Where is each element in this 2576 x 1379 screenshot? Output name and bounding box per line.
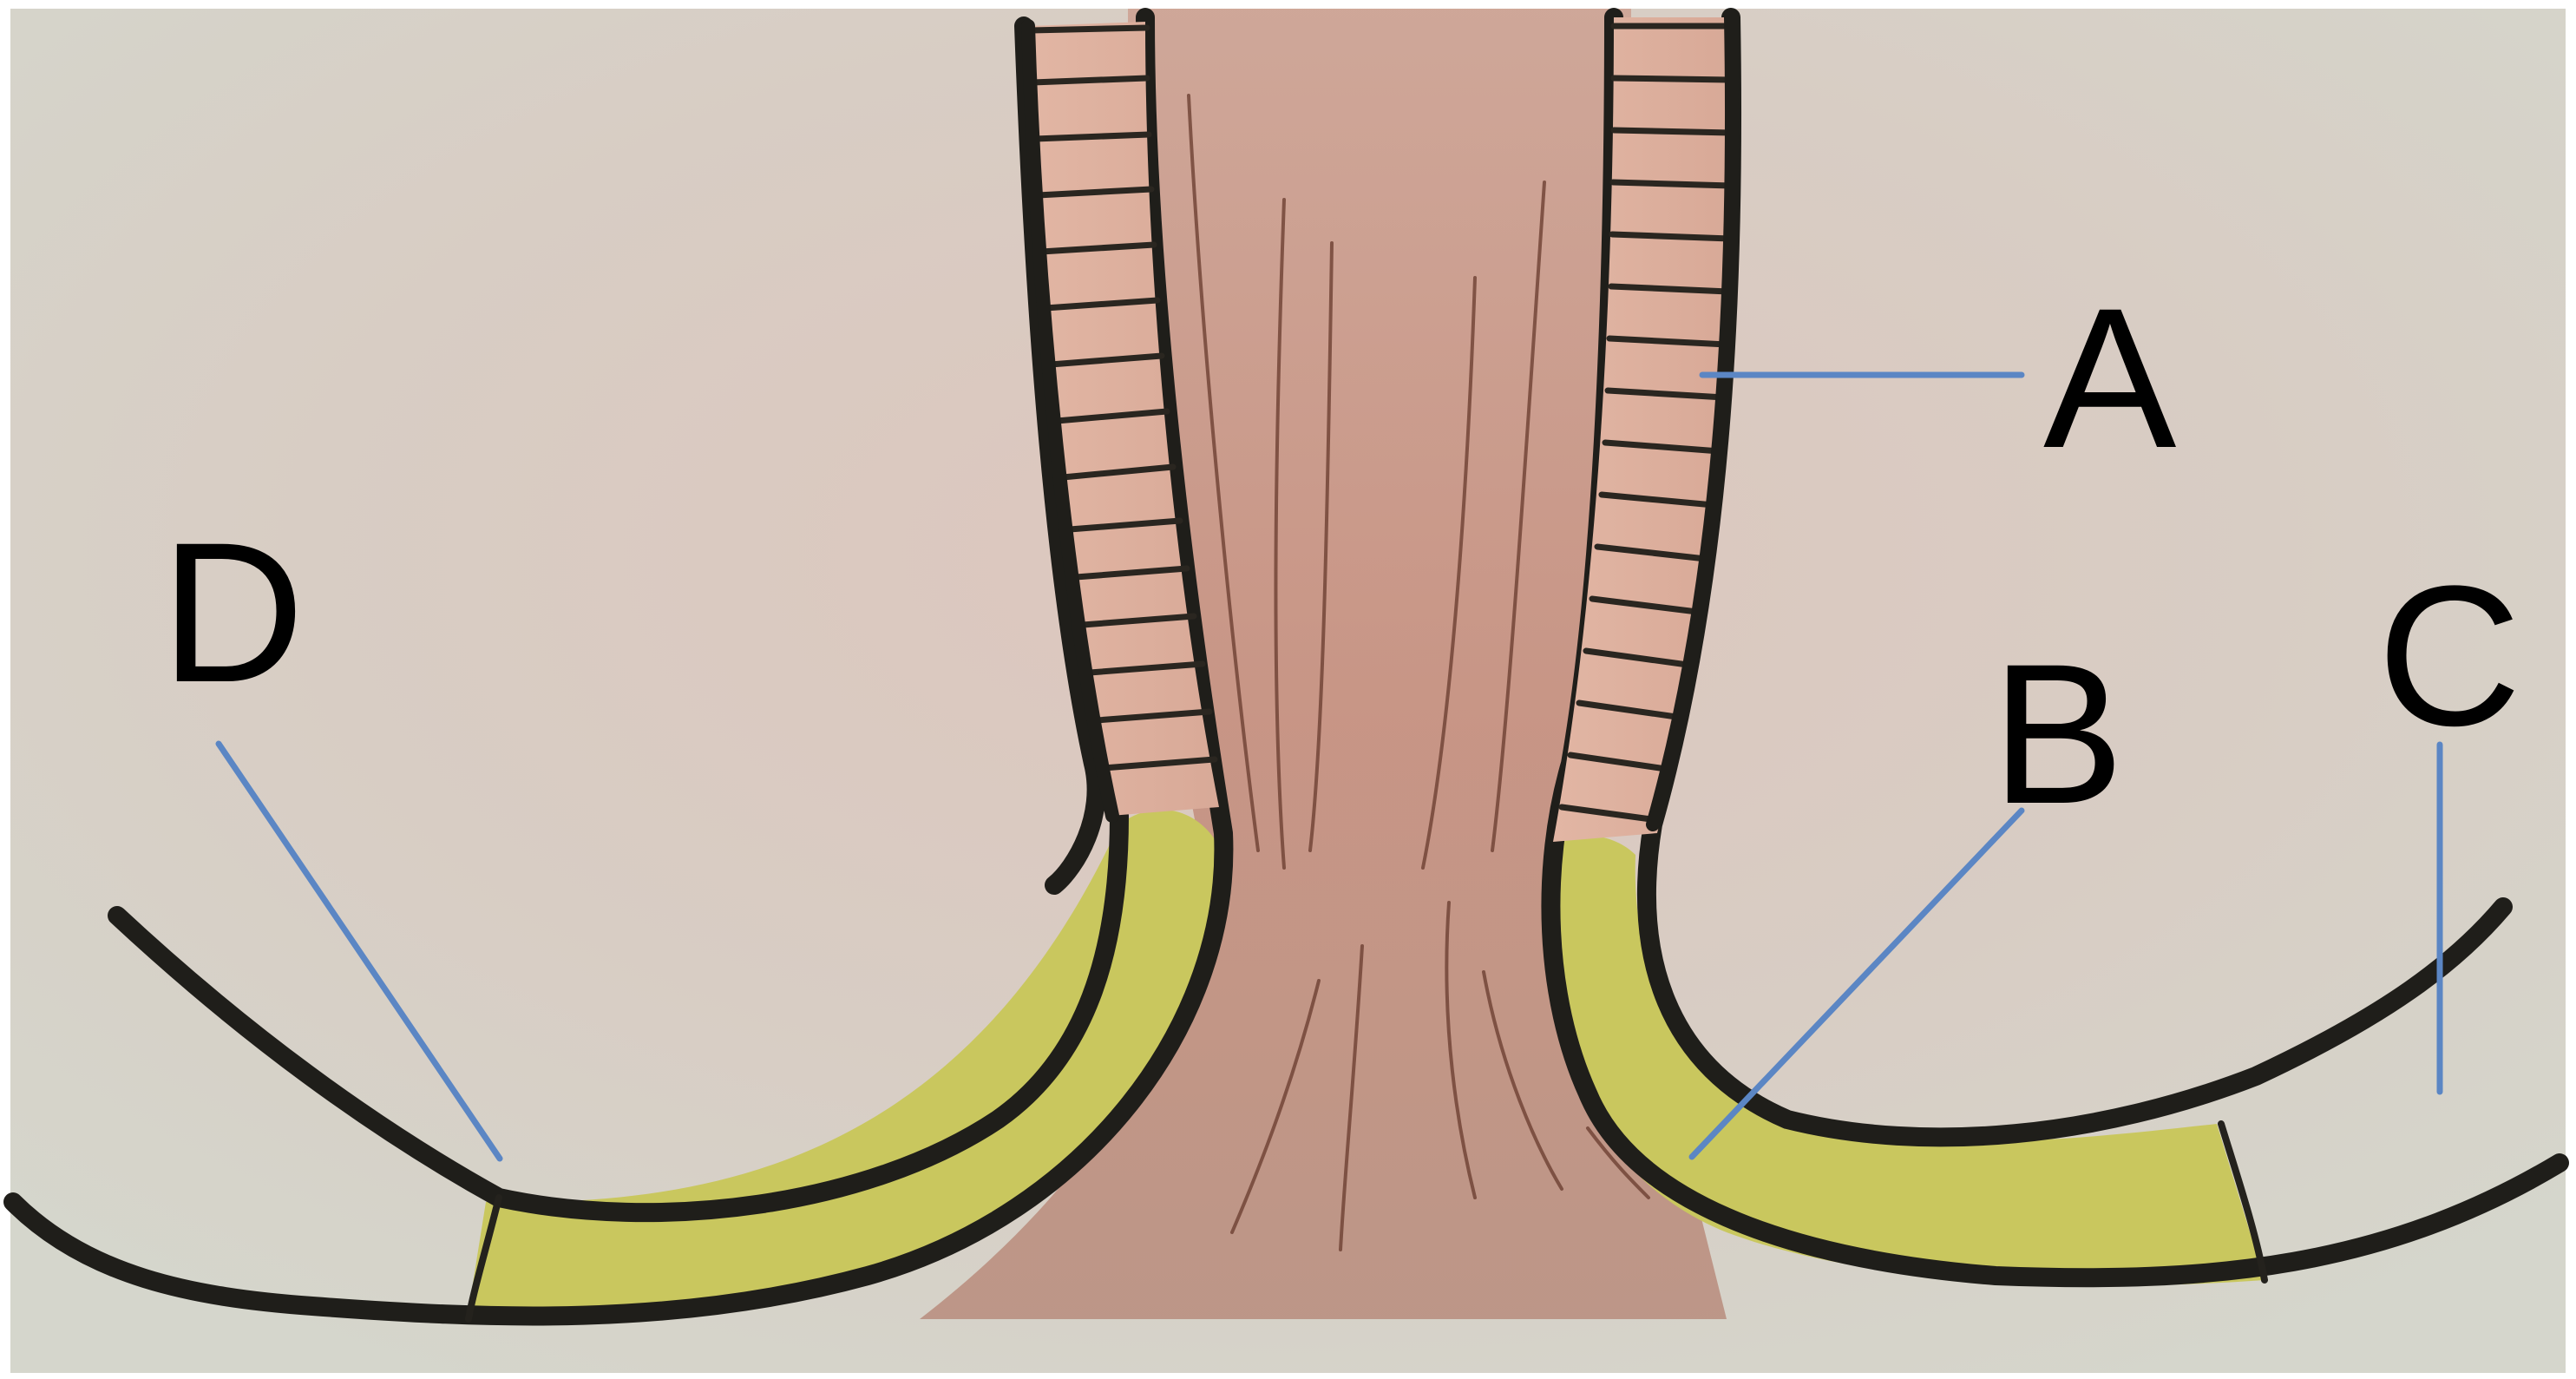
label-C: C [2377,544,2521,767]
label-A: A [2043,266,2176,489]
label-B: B [1991,622,2124,845]
label-D: D [161,501,305,724]
